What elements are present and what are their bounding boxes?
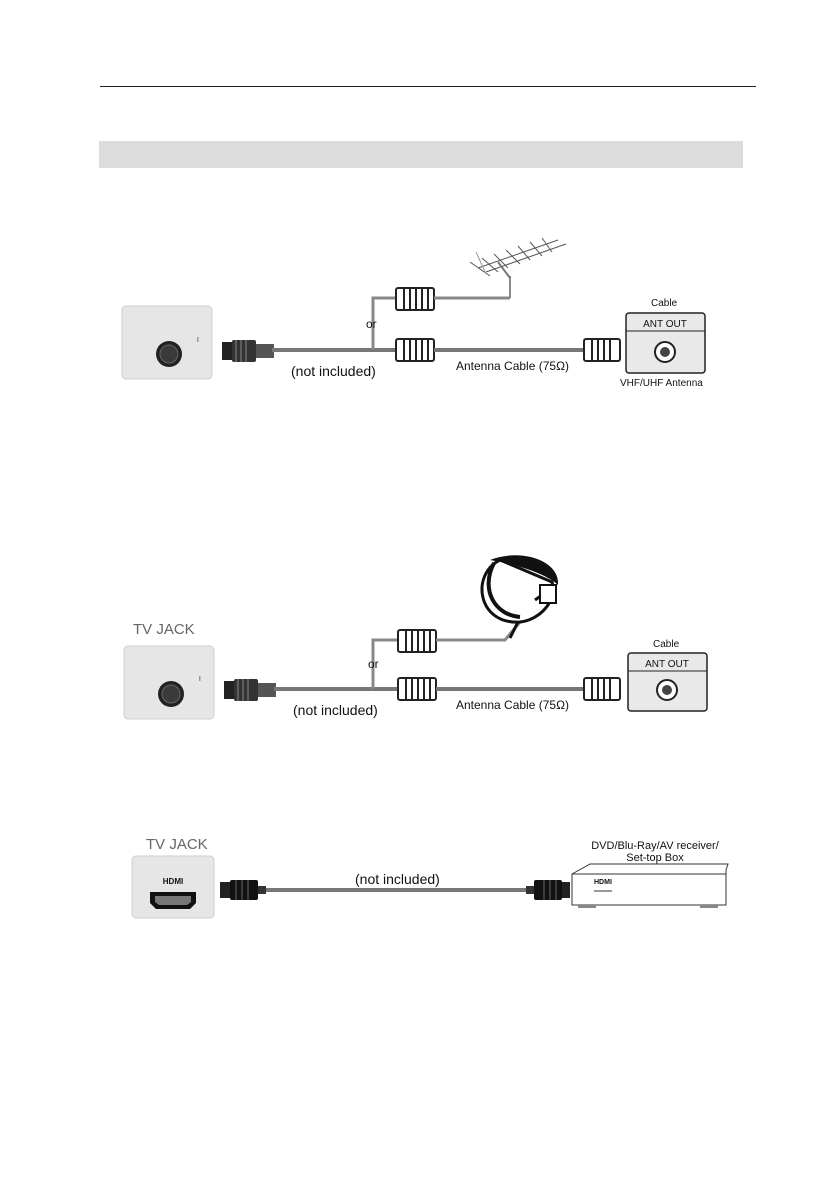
hdmi-port-label: HDMI [163, 877, 183, 886]
device-hdmi-label: HDMI [594, 879, 612, 886]
yagi-antenna-icon [470, 238, 566, 278]
or-label: or [366, 317, 377, 331]
antenna-cable-label: Antenna Cable (75Ω) [456, 698, 569, 712]
tv-jack-panel-icon [124, 646, 214, 719]
hdmi-jack-icon [132, 856, 214, 918]
coax-plug-icon [398, 678, 436, 700]
hdmi-plug-icon [220, 880, 266, 900]
ant-out-label: ANT OUT [645, 659, 689, 670]
satellite-connection-diagram: TV JACK [0, 550, 840, 730]
antenna-connection-diagram: or (not included) Antenna Cable (75Ω) Ca… [0, 230, 840, 410]
set-top-box-icon [572, 864, 728, 908]
coax-plug-icon [396, 339, 434, 361]
hdmi-plug-icon [526, 880, 570, 900]
coax-plug-icon [224, 679, 276, 701]
cable-not-included-label: (not included) [355, 871, 440, 887]
vhf-uhf-caption: VHF/UHF Antenna [620, 378, 703, 389]
tv-jack-label: TV JACK [146, 836, 208, 853]
tv-jack-panel-icon [122, 306, 212, 379]
ant-out-label: ANT OUT [643, 319, 687, 330]
section-title-bar [99, 141, 743, 168]
tv-jack-label: TV JACK [133, 621, 195, 638]
source-title: Cable [653, 639, 680, 650]
source-title: Cable [651, 298, 678, 309]
satellite-dish-icon [482, 555, 558, 638]
header-rule [100, 86, 756, 87]
device-label-line1: DVD/Blu-Ray/AV receiver/ [591, 840, 719, 852]
cable-not-included-label: (not included) [291, 363, 376, 379]
coax-plug-icon [398, 630, 436, 652]
device-label-line2: Set-top Box [626, 852, 684, 864]
antenna-cable-label: Antenna Cable (75Ω) [456, 359, 569, 373]
or-label: or [368, 657, 379, 671]
hdmi-connection-diagram: TV JACK HDMI (not included) DVD/Blu-Ray/… [0, 830, 840, 930]
cable-not-included-label: (not included) [293, 702, 378, 718]
coax-plug-icon [222, 340, 274, 362]
coax-plug-icon [396, 288, 434, 310]
coax-plug-icon [584, 339, 620, 361]
coax-plug-icon [584, 678, 620, 700]
